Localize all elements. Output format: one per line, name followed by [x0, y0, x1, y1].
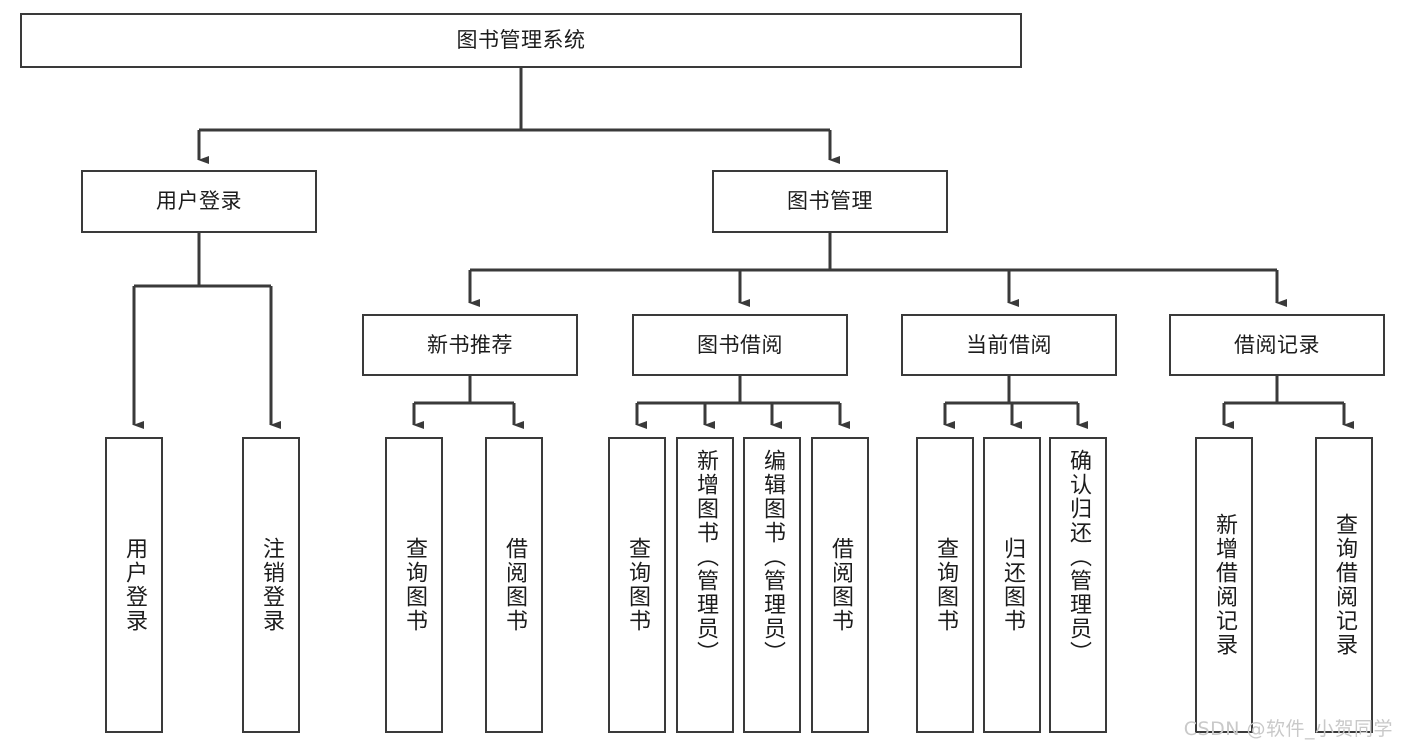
node-leaf-return-book[interactable]: 归还图书 [983, 437, 1041, 733]
node-label: 借阅图书 [502, 537, 527, 633]
node-book-borrow[interactable]: 图书借阅 [632, 314, 848, 376]
node-label: 查询图书 [402, 537, 427, 633]
node-label: 新增图书（管理员） [693, 449, 718, 665]
node-leaf-query-book-2[interactable]: 查询图书 [608, 437, 666, 733]
node-label: 确认归还（管理员） [1066, 449, 1091, 665]
node-label: 查询借阅记录 [1332, 513, 1357, 657]
node-label: 图书管理 [787, 189, 873, 214]
node-leaf-edit-book[interactable]: 编辑图书（管理员） [743, 437, 801, 733]
node-label: 用户登录 [156, 189, 242, 214]
node-borrow-record[interactable]: 借阅记录 [1169, 314, 1385, 376]
node-label: 用户登录 [122, 537, 147, 633]
node-leaf-query-record[interactable]: 查询借阅记录 [1315, 437, 1373, 733]
node-leaf-logout[interactable]: 注销登录 [242, 437, 300, 733]
node-leaf-borrow-book-1[interactable]: 借阅图书 [485, 437, 543, 733]
node-leaf-borrow-book-2[interactable]: 借阅图书 [811, 437, 869, 733]
node-label: 编辑图书（管理员） [760, 449, 785, 665]
node-label: 归还图书 [1000, 537, 1025, 633]
node-label: 新书推荐 [427, 332, 513, 357]
node-leaf-user-login[interactable]: 用户登录 [105, 437, 163, 733]
node-label: 借阅图书 [828, 537, 853, 633]
node-new-book-recommend[interactable]: 新书推荐 [362, 314, 578, 376]
node-label: 借阅记录 [1234, 332, 1320, 357]
node-leaf-add-record[interactable]: 新增借阅记录 [1195, 437, 1253, 733]
node-leaf-confirm-return[interactable]: 确认归还（管理员） [1049, 437, 1107, 733]
node-label: 图书管理系统 [456, 28, 586, 53]
node-label: 注销登录 [259, 537, 284, 633]
node-label: 新增借阅记录 [1212, 513, 1237, 657]
node-leaf-query-book-3[interactable]: 查询图书 [916, 437, 974, 733]
node-current-borrow[interactable]: 当前借阅 [901, 314, 1117, 376]
node-label: 查询图书 [625, 537, 650, 633]
node-leaf-query-book-1[interactable]: 查询图书 [385, 437, 443, 733]
node-root-system[interactable]: 图书管理系统 [20, 13, 1022, 68]
node-leaf-add-book[interactable]: 新增图书（管理员） [676, 437, 734, 733]
node-label: 查询图书 [933, 537, 958, 633]
node-label: 当前借阅 [966, 332, 1052, 357]
node-user-login[interactable]: 用户登录 [81, 170, 317, 233]
node-label: 图书借阅 [697, 332, 783, 357]
node-book-management[interactable]: 图书管理 [712, 170, 948, 233]
csdn-watermark: CSDN @软件_小贺同学 [1183, 718, 1393, 740]
